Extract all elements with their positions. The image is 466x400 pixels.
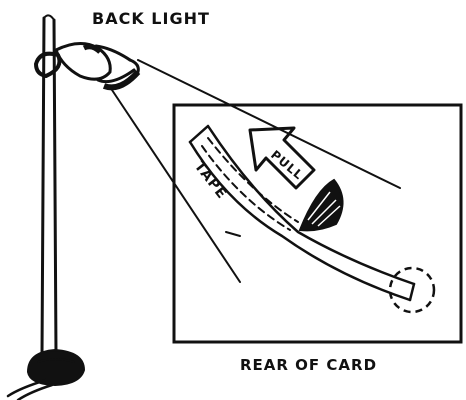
rear-of-card-label: REAR OF CARD — [240, 356, 377, 374]
peeled-tape-end — [300, 180, 343, 230]
back-light-lamp — [56, 43, 138, 87]
lamp-base — [28, 350, 84, 385]
tape-strip — [190, 126, 414, 300]
tape-label: TAPE — [191, 159, 230, 203]
back-light-label: BACK LIGHT — [92, 9, 210, 28]
